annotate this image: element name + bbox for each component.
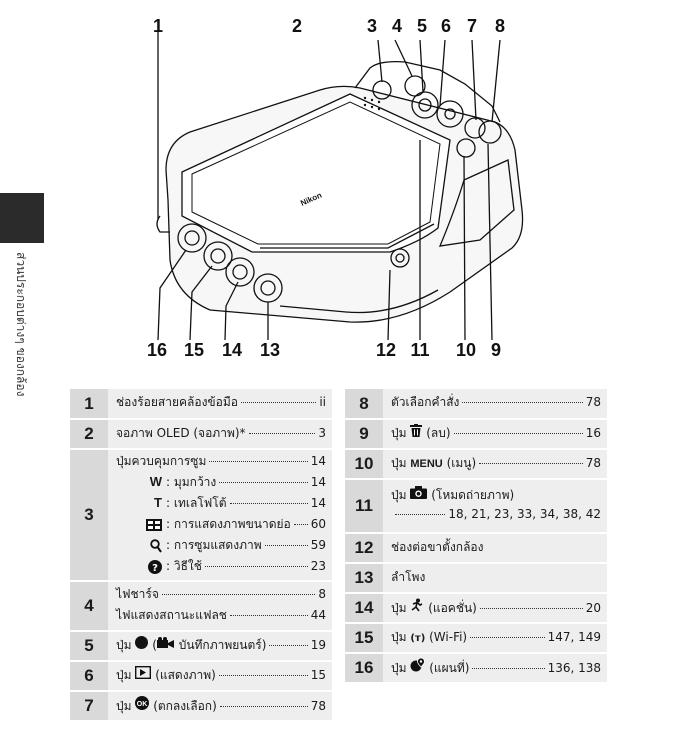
callout-3: 3 [366, 16, 378, 36]
legend-row: 9 ปุ่ม (ลบ)16 [345, 419, 607, 450]
legend-row: 6 ปุ่ม (แสดงภาพ)15 [70, 661, 332, 692]
trash-icon [410, 423, 423, 437]
magnifier-icon [150, 538, 162, 553]
camera-back-illustration: Nikon [156, 30, 524, 341]
action-icon [411, 598, 423, 611]
callout-8: 8 [494, 16, 506, 36]
callout-5: 5 [416, 16, 428, 36]
legend-row: 5 ปุ่ม ( บันทึกภาพยนตร์)19 [70, 631, 332, 662]
callout-16: 16 [146, 340, 168, 360]
legend-row: 10 ปุ่ม MENU (เมนู)78 [345, 449, 607, 480]
callout-9: 9 [490, 340, 502, 360]
svg-text:?: ? [152, 563, 158, 574]
legend-row: 16 ปุ่ม (แผนที่)136, 138 [345, 653, 607, 684]
callout-14: 14 [221, 340, 243, 360]
legend-row: 13 ลำโพง [345, 563, 607, 594]
section-tab [0, 193, 44, 243]
wifi-icon: (ᴛ) [410, 632, 426, 644]
legend-row: 15 ปุ่ม (ᴛ) (Wi-Fi)147, 149 [345, 623, 607, 654]
callout-13: 13 [259, 340, 281, 360]
callout-10: 10 [455, 340, 477, 360]
thumbnail-icon [146, 518, 162, 531]
camera-icon [410, 485, 428, 499]
legend-row: 7 ปุ่ม OK (ตกลงเลือก)78 [70, 691, 332, 722]
callout-4: 4 [391, 16, 403, 36]
legend-row: 12 ช่องต่อขาตั้งกล้อง [345, 533, 607, 564]
help-icon: ? [148, 559, 162, 574]
ok-icon: OK [135, 695, 150, 710]
movie-icon [156, 636, 174, 648]
legend-row: 14 ปุ่ม (แอคชั่น)20 [345, 593, 607, 624]
legend-row: 2 จอภาพ OLED (จอภาพ)*3 [70, 419, 332, 450]
callout-2: 2 [291, 16, 303, 36]
callout-15: 15 [183, 340, 205, 360]
callout-1: 1 [152, 16, 164, 36]
callout-12: 12 [375, 340, 397, 360]
map-icon [410, 657, 426, 671]
callout-7: 7 [466, 16, 478, 36]
callout-11: 11 [410, 340, 430, 360]
legend-row: 11 ปุ่ม (โหมดถ่ายภาพ) 18, 21, 23, 33, 34… [345, 479, 607, 534]
section-side-label: ส่วนประกอบต่างๆ ของกล้อง [14, 252, 28, 397]
svg-text:OK: OK [137, 701, 148, 708]
callout-6: 6 [440, 16, 452, 36]
play-icon [135, 665, 152, 679]
record-icon [135, 635, 149, 649]
